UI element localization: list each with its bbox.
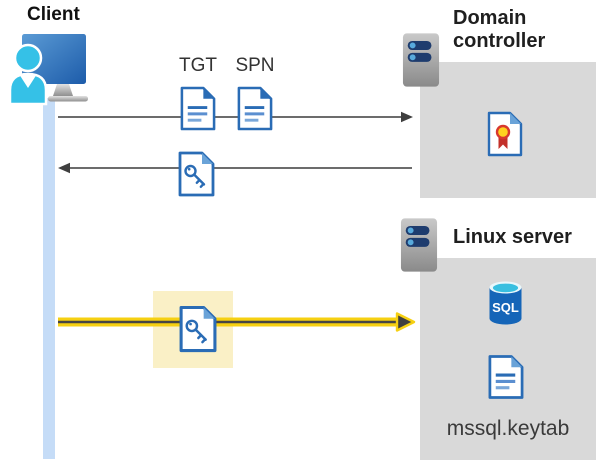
client-lifeline: [43, 98, 55, 459]
response-arrow: [58, 162, 412, 174]
linux-server-label: Linux server: [453, 226, 572, 248]
key-document-icon: [178, 151, 215, 197]
linux-server-icon: [400, 218, 438, 272]
certificate-icon: [487, 111, 523, 157]
keytab-document-icon: [488, 355, 524, 399]
monitor-screen: [22, 34, 86, 84]
service-access-arrow: [58, 312, 416, 332]
sql-database-icon: SQL: [489, 281, 522, 325]
person-icon: [8, 43, 48, 106]
client-user-monitor-icon: [8, 34, 88, 106]
spn-label: SPN: [235, 55, 275, 76]
monitor-base: [48, 96, 88, 102]
sql-label: SQL: [492, 300, 519, 315]
tgt-document-icon: [180, 86, 216, 131]
client-label: Client: [27, 4, 80, 25]
monitor-stand: [53, 84, 73, 96]
service-ticket-key-document-icon: [179, 305, 217, 353]
tgt-label: TGT: [179, 55, 217, 76]
domain-controller-server-icon: [402, 33, 440, 87]
spn-document-icon: [237, 86, 273, 131]
keytab-label: mssql.keytab: [446, 417, 570, 440]
domain-controller-label: Domain controller: [453, 7, 546, 52]
